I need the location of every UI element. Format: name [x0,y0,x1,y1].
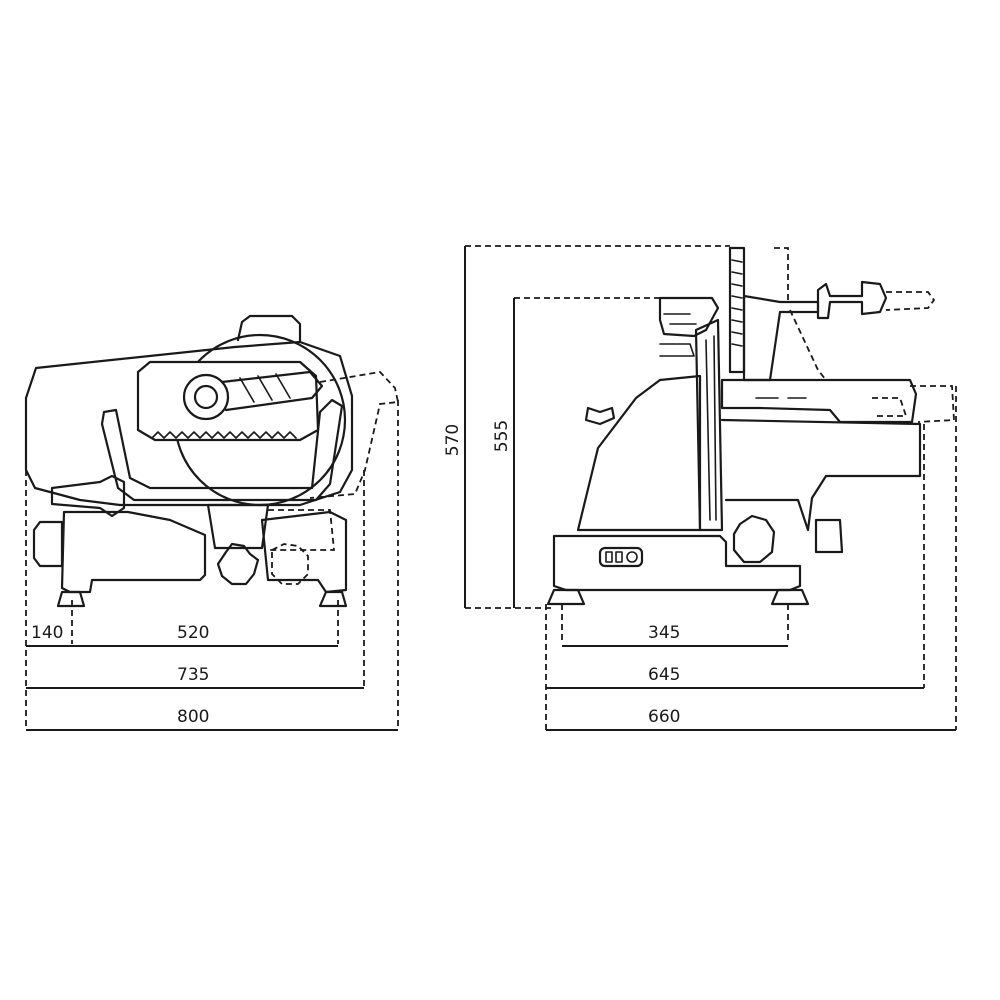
side-foot-left [546,588,586,606]
dim-label-645: 645 [648,665,680,685]
side-carriage-table [720,378,918,424]
dim-label-570: 570 [443,424,463,456]
front-view-machine [24,314,400,608]
side-lower-body [720,418,922,532]
side-guard-details [659,313,697,357]
side-handle-ghost [885,291,936,311]
side-foot-right [770,588,810,606]
front-hub-inner [193,384,219,410]
front-pedestal [206,503,270,550]
dim-label-520: 520 [177,623,209,643]
side-view-machine [546,246,955,606]
front-arm-hatch [239,373,291,403]
front-left-knob [32,520,64,568]
front-housing [24,340,354,507]
side-rear-knob [584,406,616,426]
front-handle [50,474,126,518]
front-pedestal-ghost [268,509,335,551]
dim-label-140: 140 [31,623,63,643]
side-view-width-dimensions: 345 645 660 [545,386,957,731]
front-base [60,510,207,594]
front-base-right [260,510,348,594]
front-hub-arm [220,370,324,412]
side-carriage-arm [742,294,820,382]
front-top-knob [236,314,302,344]
dim-label-660: 660 [648,707,680,727]
front-carriage-extended [309,371,400,499]
front-foot-left [56,590,86,608]
side-post-teeth [731,259,743,347]
side-post-ghost [774,247,827,381]
dim-label-735: 735 [177,665,209,685]
front-thickness-knob [216,542,260,586]
side-view-height-dimensions: 570 555 [443,245,730,609]
side-handle-rod [816,280,888,320]
front-hub-outer [182,373,230,421]
side-table-ghost [872,385,955,423]
side-body [576,374,702,532]
side-base [552,534,802,592]
front-view-dimensions: 140 520 735 800 [25,400,399,731]
side-front-knob [732,514,776,564]
dim-label-800: 800 [177,707,209,727]
front-carriage-tray [100,398,344,502]
dim-label-345: 345 [648,623,680,643]
side-blade-guard [658,296,720,338]
front-guard-teeth [151,431,297,439]
dim-label-555: 555 [492,420,512,452]
side-blade-edge [705,335,717,521]
front-foot-right [318,590,348,608]
side-switch-panel [598,546,644,568]
side-small-knob [814,518,844,554]
